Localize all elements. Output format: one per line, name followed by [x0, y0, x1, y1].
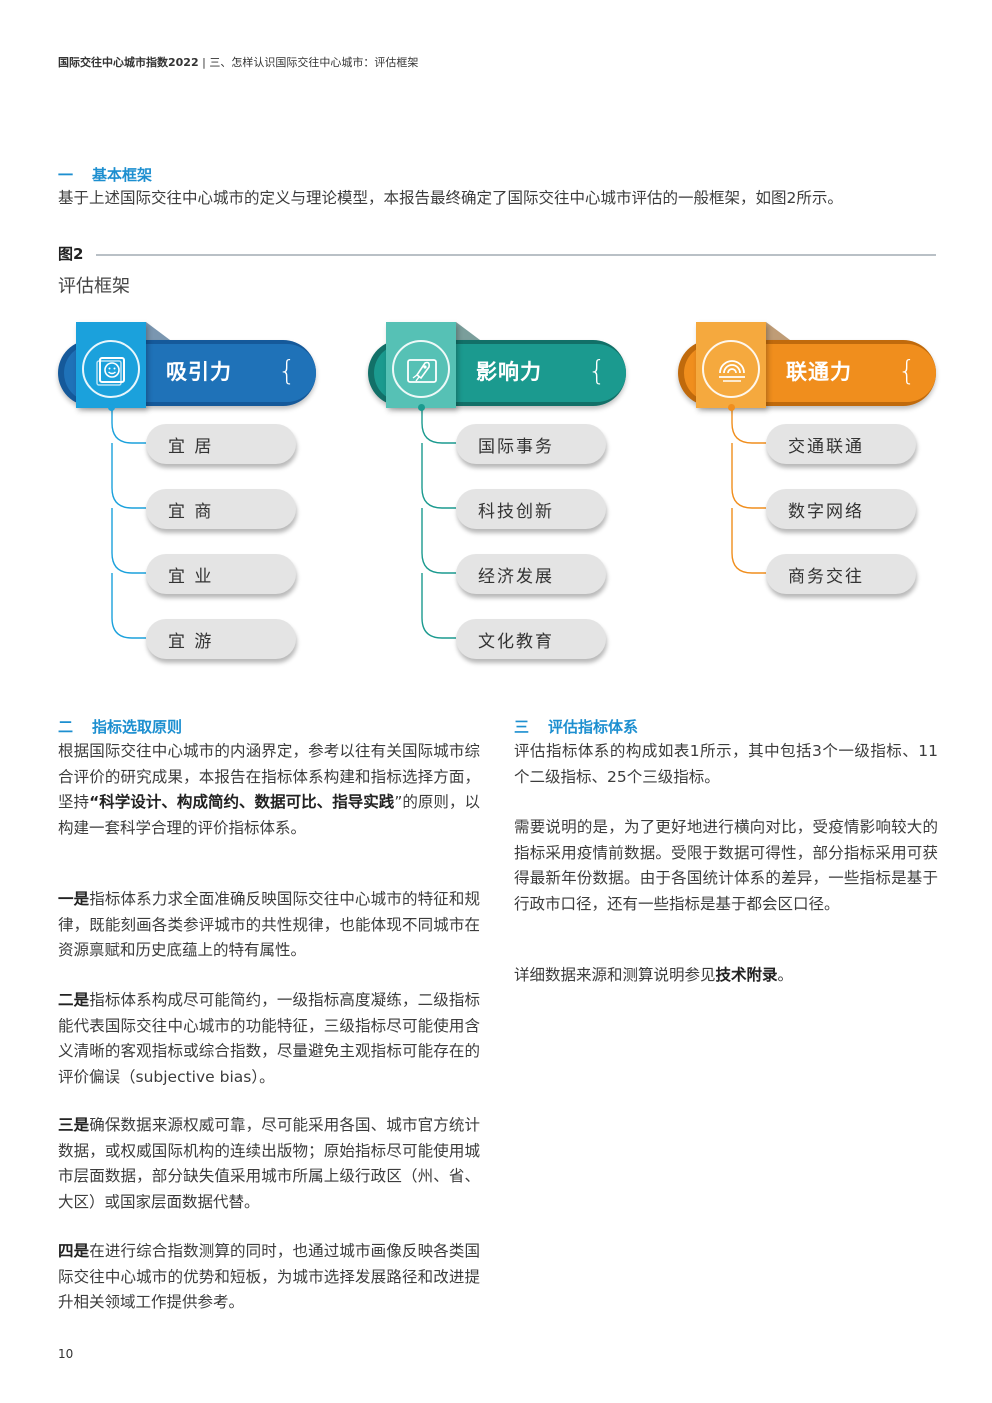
- principle-lead: 一是: [58, 890, 90, 908]
- signal-icon: [702, 340, 760, 398]
- framework-column-attraction: 吸引力 { 宜 居 宜 商 宜 业 宜 游: [58, 322, 328, 667]
- principle-1: 一是指标体系力求全面准确反映国际交往中心城市的特征和规律，既能刻画各类参评城市的…: [58, 887, 480, 964]
- tree-connector: [731, 410, 766, 574]
- section1-number: 一: [58, 166, 74, 184]
- section3-title: 评估指标体系: [548, 718, 639, 736]
- framework-column-influence: 影响力 { 国际事务 科技创新 经济发展 文化教育: [368, 322, 638, 667]
- indicator-item: 文化教育: [456, 619, 606, 659]
- section3-heading: 三评估指标体系: [514, 716, 638, 737]
- figure-divider: [96, 254, 936, 256]
- principle-text: 在进行综合指数测算的同时，也通过城市画像反映各类国际交往中心城市的优势和短板，为…: [58, 1242, 480, 1311]
- pillar-name: 吸引力: [166, 360, 232, 384]
- intro-text-end: ”的原则，以构建一套科学合理的评价指标体系。: [58, 793, 480, 837]
- section2-title: 指标选取原则: [92, 718, 183, 736]
- page-number: 10: [58, 1347, 74, 1361]
- node-dot: [108, 404, 115, 411]
- indicator-item: 经济发展: [456, 554, 606, 594]
- indicator-item: 宜 业: [146, 554, 296, 594]
- section3-p3: 详细数据来源和测算说明参见技术附录。: [514, 963, 938, 989]
- section2-heading: 二指标选取原则: [58, 716, 182, 737]
- principle-lead: 三是: [58, 1116, 90, 1134]
- section2-number: 二: [58, 718, 74, 736]
- chapter-title: 三、怎样认识国际交往中心城市：评估框架: [209, 56, 419, 69]
- indicator-item: 交通联通: [766, 424, 916, 464]
- principle-lead: 四是: [58, 1242, 90, 1260]
- principle-text: 确保数据来源权威可靠，尽可能采用各国、城市官方统计数据，或权威国际机构的连续出版…: [58, 1116, 480, 1211]
- intro-text: 根据国际交往中心城市的内涵界定，参考以往有关国际城市综合评价的研究成果，本报告在…: [58, 742, 480, 811]
- rocket-icon: [392, 340, 450, 398]
- section1-title: 基本框架: [92, 166, 153, 184]
- figure-subtitle: 评估框架: [58, 276, 130, 297]
- technical-appendix-link[interactable]: 技术附录: [715, 966, 778, 984]
- principle-3: 三是确保数据来源权威可靠，尽可能采用各国、城市官方统计数据，或权威国际机构的连续…: [58, 1113, 480, 1215]
- figure-label: 图2: [58, 245, 84, 263]
- pillar-name: 影响力: [476, 360, 542, 384]
- header-separator: |: [198, 56, 210, 69]
- section3-p1: 评估指标体系的构成如表1所示，其中包括3个一级指标、11个二级指标、25个三级指…: [514, 742, 938, 786]
- indicator-item: 宜 游: [146, 619, 296, 659]
- section2-intro: 根据国际交往中心城市的内涵界定，参考以往有关国际城市综合评价的研究成果，本报告在…: [58, 739, 480, 841]
- brace-icon: {: [898, 354, 916, 387]
- brace-icon: {: [278, 354, 296, 387]
- smile-card-icon: [82, 340, 140, 398]
- section1-heading: 一基本框架: [58, 164, 152, 185]
- principle-2: 二是指标体系构成尽可能简约，一级指标高度凝练，二级指标能代表国际交往中心城市的功…: [58, 988, 480, 1090]
- tab-fold: [766, 322, 790, 340]
- appendix-text: 详细数据来源和测算说明参见: [514, 966, 716, 984]
- tab-fold: [146, 322, 170, 340]
- indicator-item: 数字网络: [766, 489, 916, 529]
- node-dot: [728, 404, 735, 411]
- indicator-item: 宜 商: [146, 489, 296, 529]
- section1-text: 基于上述国际交往中心城市的定义与理论模型，本报告最终确定了国际交往中心城市评估的…: [58, 189, 843, 207]
- principle-text: 指标体系构成尽可能简约，一级指标高度凝练，二级指标能代表国际交往中心城市的功能特…: [58, 991, 480, 1086]
- section3-number: 三: [514, 718, 530, 736]
- principle-lead: 二是: [58, 991, 90, 1009]
- section3-p2: 需要说明的是，为了更好地进行横向对比，受疫情影响较大的指标采用疫情前数据。受限于…: [514, 818, 938, 913]
- report-title: 国际交往中心城市指数2022: [58, 56, 199, 69]
- principle-4: 四是在进行综合指数测算的同时，也通过城市画像反映各类国际交往中心城市的优势和短板…: [58, 1239, 480, 1316]
- tab-fold: [456, 322, 480, 340]
- indicator-item: 科技创新: [456, 489, 606, 529]
- principles-emphasis: “科学设计、构成简约、数据可比、指导实践: [89, 793, 395, 811]
- running-header: 国际交往中心城市指数2022 | 三、怎样认识国际交往中心城市：评估框架: [58, 54, 418, 70]
- pillar-name: 联通力: [786, 360, 852, 384]
- indicator-item: 宜 居: [146, 424, 296, 464]
- appendix-text-end: 。: [777, 966, 794, 984]
- indicator-item: 国际事务: [456, 424, 606, 464]
- brace-icon: {: [588, 354, 606, 387]
- indicator-item: 商务交往: [766, 554, 916, 594]
- tree-connector: [421, 410, 456, 639]
- node-dot: [418, 404, 425, 411]
- framework-column-connectivity: 联通力 { 交通联通 数字网络 商务交往: [678, 322, 948, 667]
- tree-connector: [111, 410, 146, 639]
- principle-text: 指标体系力求全面准确反映国际交往中心城市的特征和规律，既能刻画各类参评城市的共性…: [58, 890, 480, 959]
